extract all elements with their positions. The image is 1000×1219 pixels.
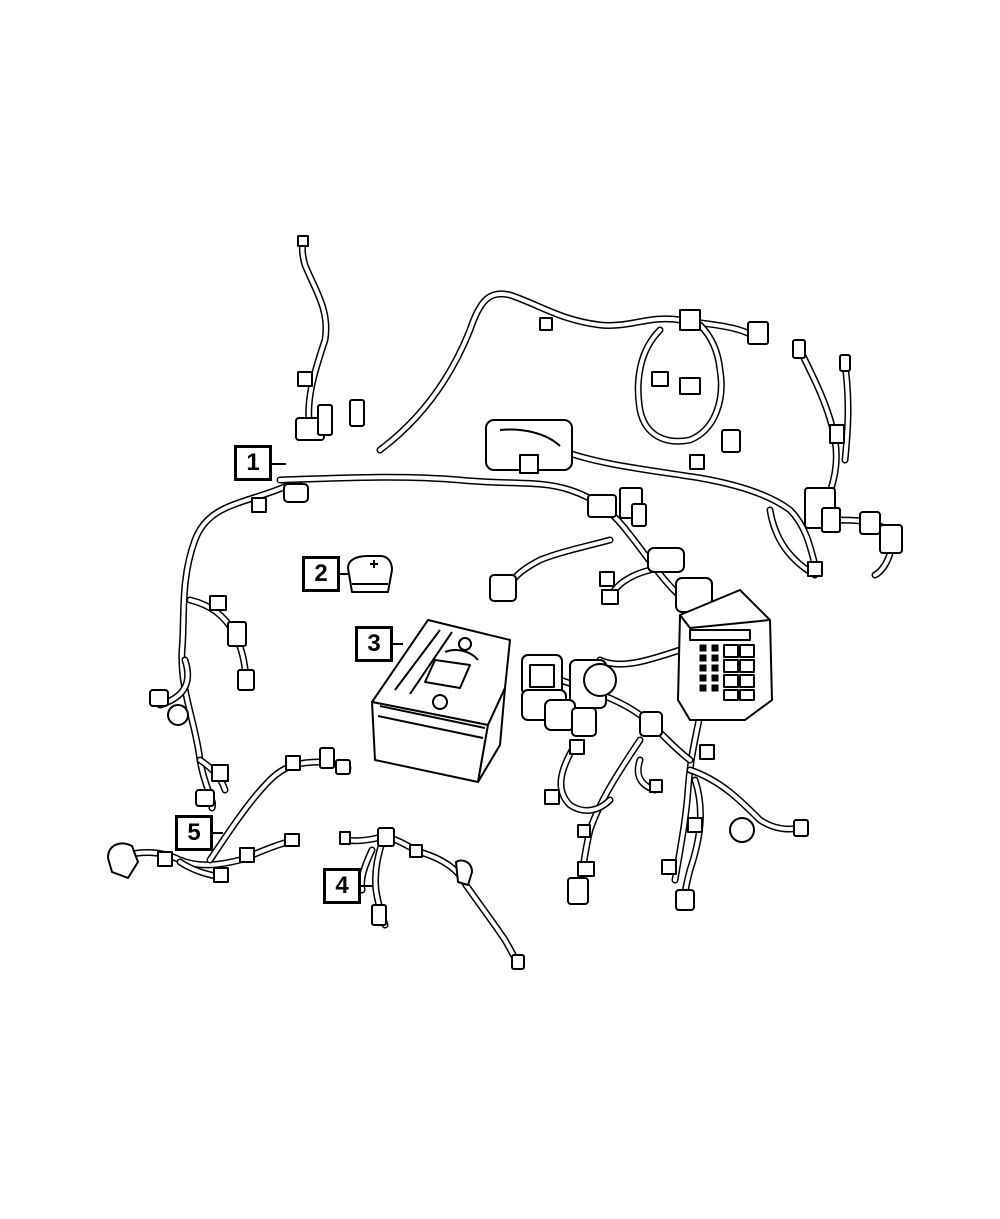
callout-5-label: 5 [187, 819, 201, 846]
callout-2: 2 [302, 556, 340, 592]
callout-3-leader [393, 643, 403, 645]
callout-1-label: 1 [246, 449, 260, 476]
callout-4-label: 4 [335, 872, 349, 899]
callout-5: 5 [175, 815, 213, 851]
callout-3: 3 [355, 626, 393, 662]
battery [371, 619, 511, 783]
main-wiring-harness [149, 235, 903, 911]
callout-4: 4 [323, 868, 361, 904]
battery-terminal-cover [347, 555, 393, 593]
callout-1-leader [272, 463, 286, 465]
callout-3-label: 3 [367, 630, 381, 657]
callout-4-leader [361, 885, 373, 887]
callout-5-leader [213, 832, 223, 834]
callout-2-leader [340, 573, 348, 575]
callout-1: 1 [234, 445, 272, 481]
ground-cable [107, 747, 352, 883]
battery-cable [339, 827, 525, 970]
callout-2-label: 2 [314, 560, 328, 587]
